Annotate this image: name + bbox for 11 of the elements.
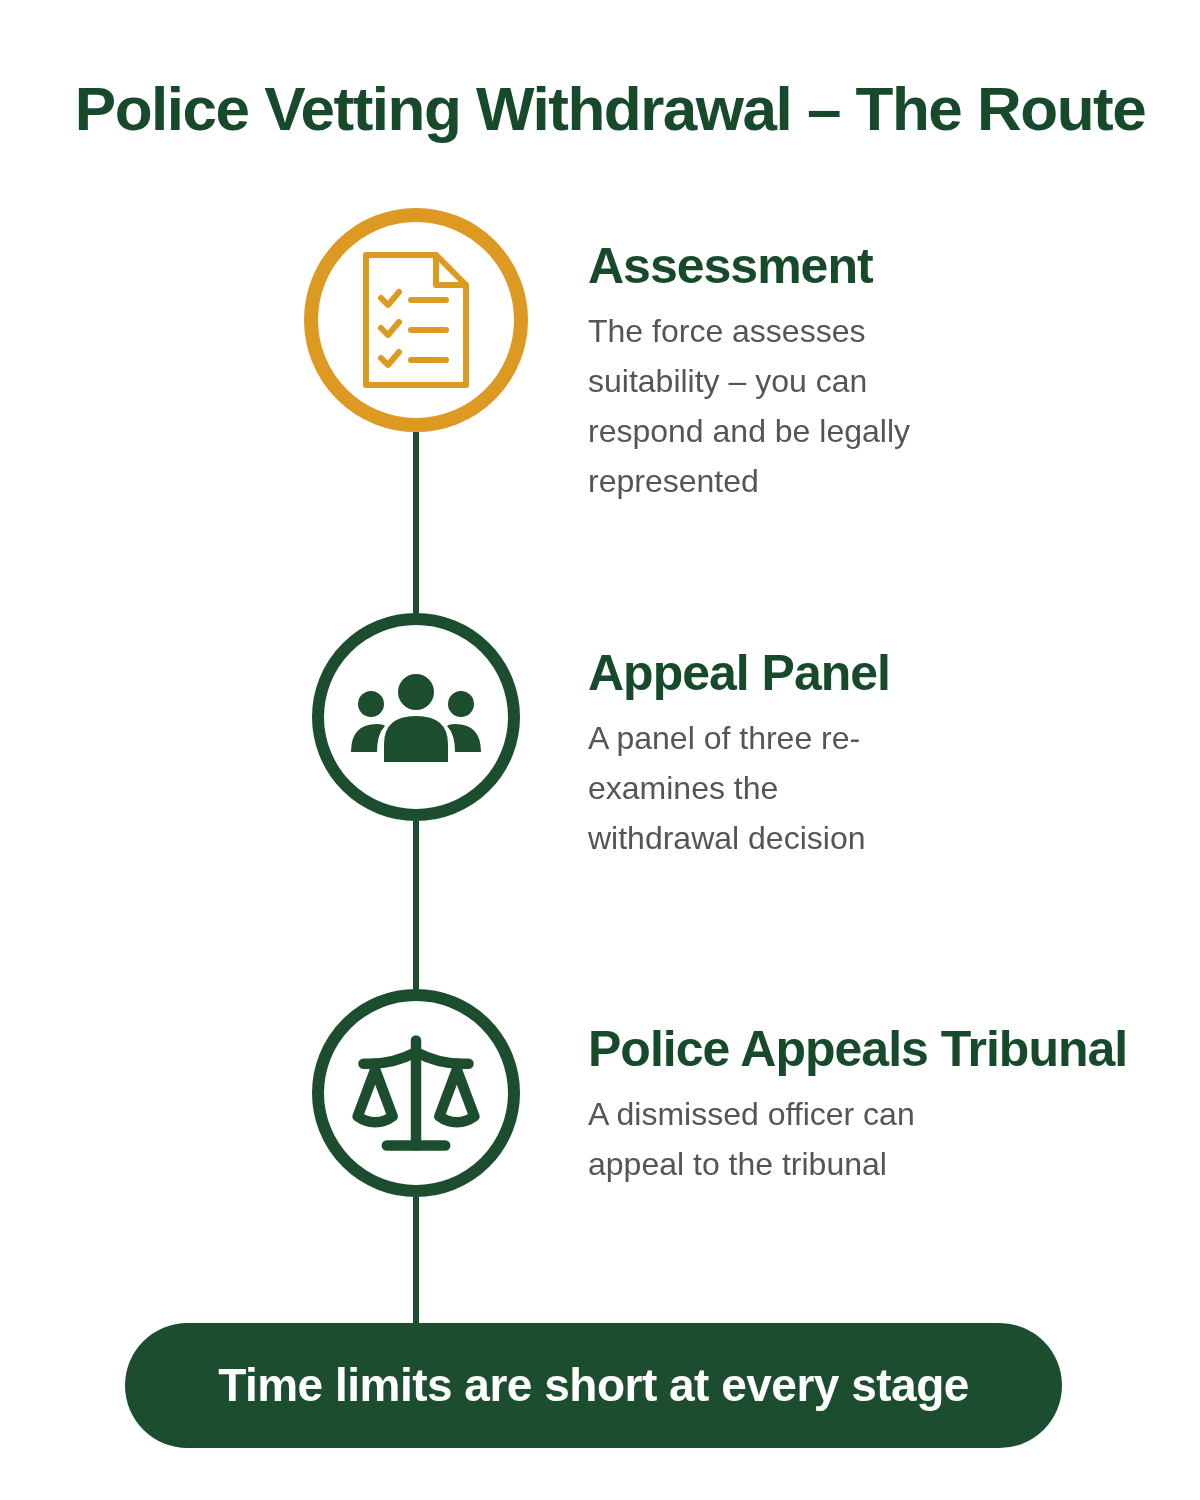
- step-description: A panel of three re-examines the withdrawal decision: [588, 718, 867, 858]
- step-description: A dismissed officer can appeal to the tribunal: [588, 1094, 916, 1184]
- step-heading: Police Appeals Tribunal: [588, 1020, 1129, 1079]
- connector-line: [413, 432, 419, 613]
- note-pill: Time limits are short at every stage: [125, 1323, 1062, 1448]
- connector-line: [413, 821, 419, 989]
- step-description: The force assesses suitability – you can respond and be legally represented: [588, 311, 911, 501]
- step-heading: Appeal Panel: [588, 644, 891, 703]
- step-heading: Assessment: [588, 237, 874, 296]
- title: Police Vetting Withdrawal – The Route: [73, 73, 1147, 145]
- connector-line: [413, 1197, 419, 1323]
